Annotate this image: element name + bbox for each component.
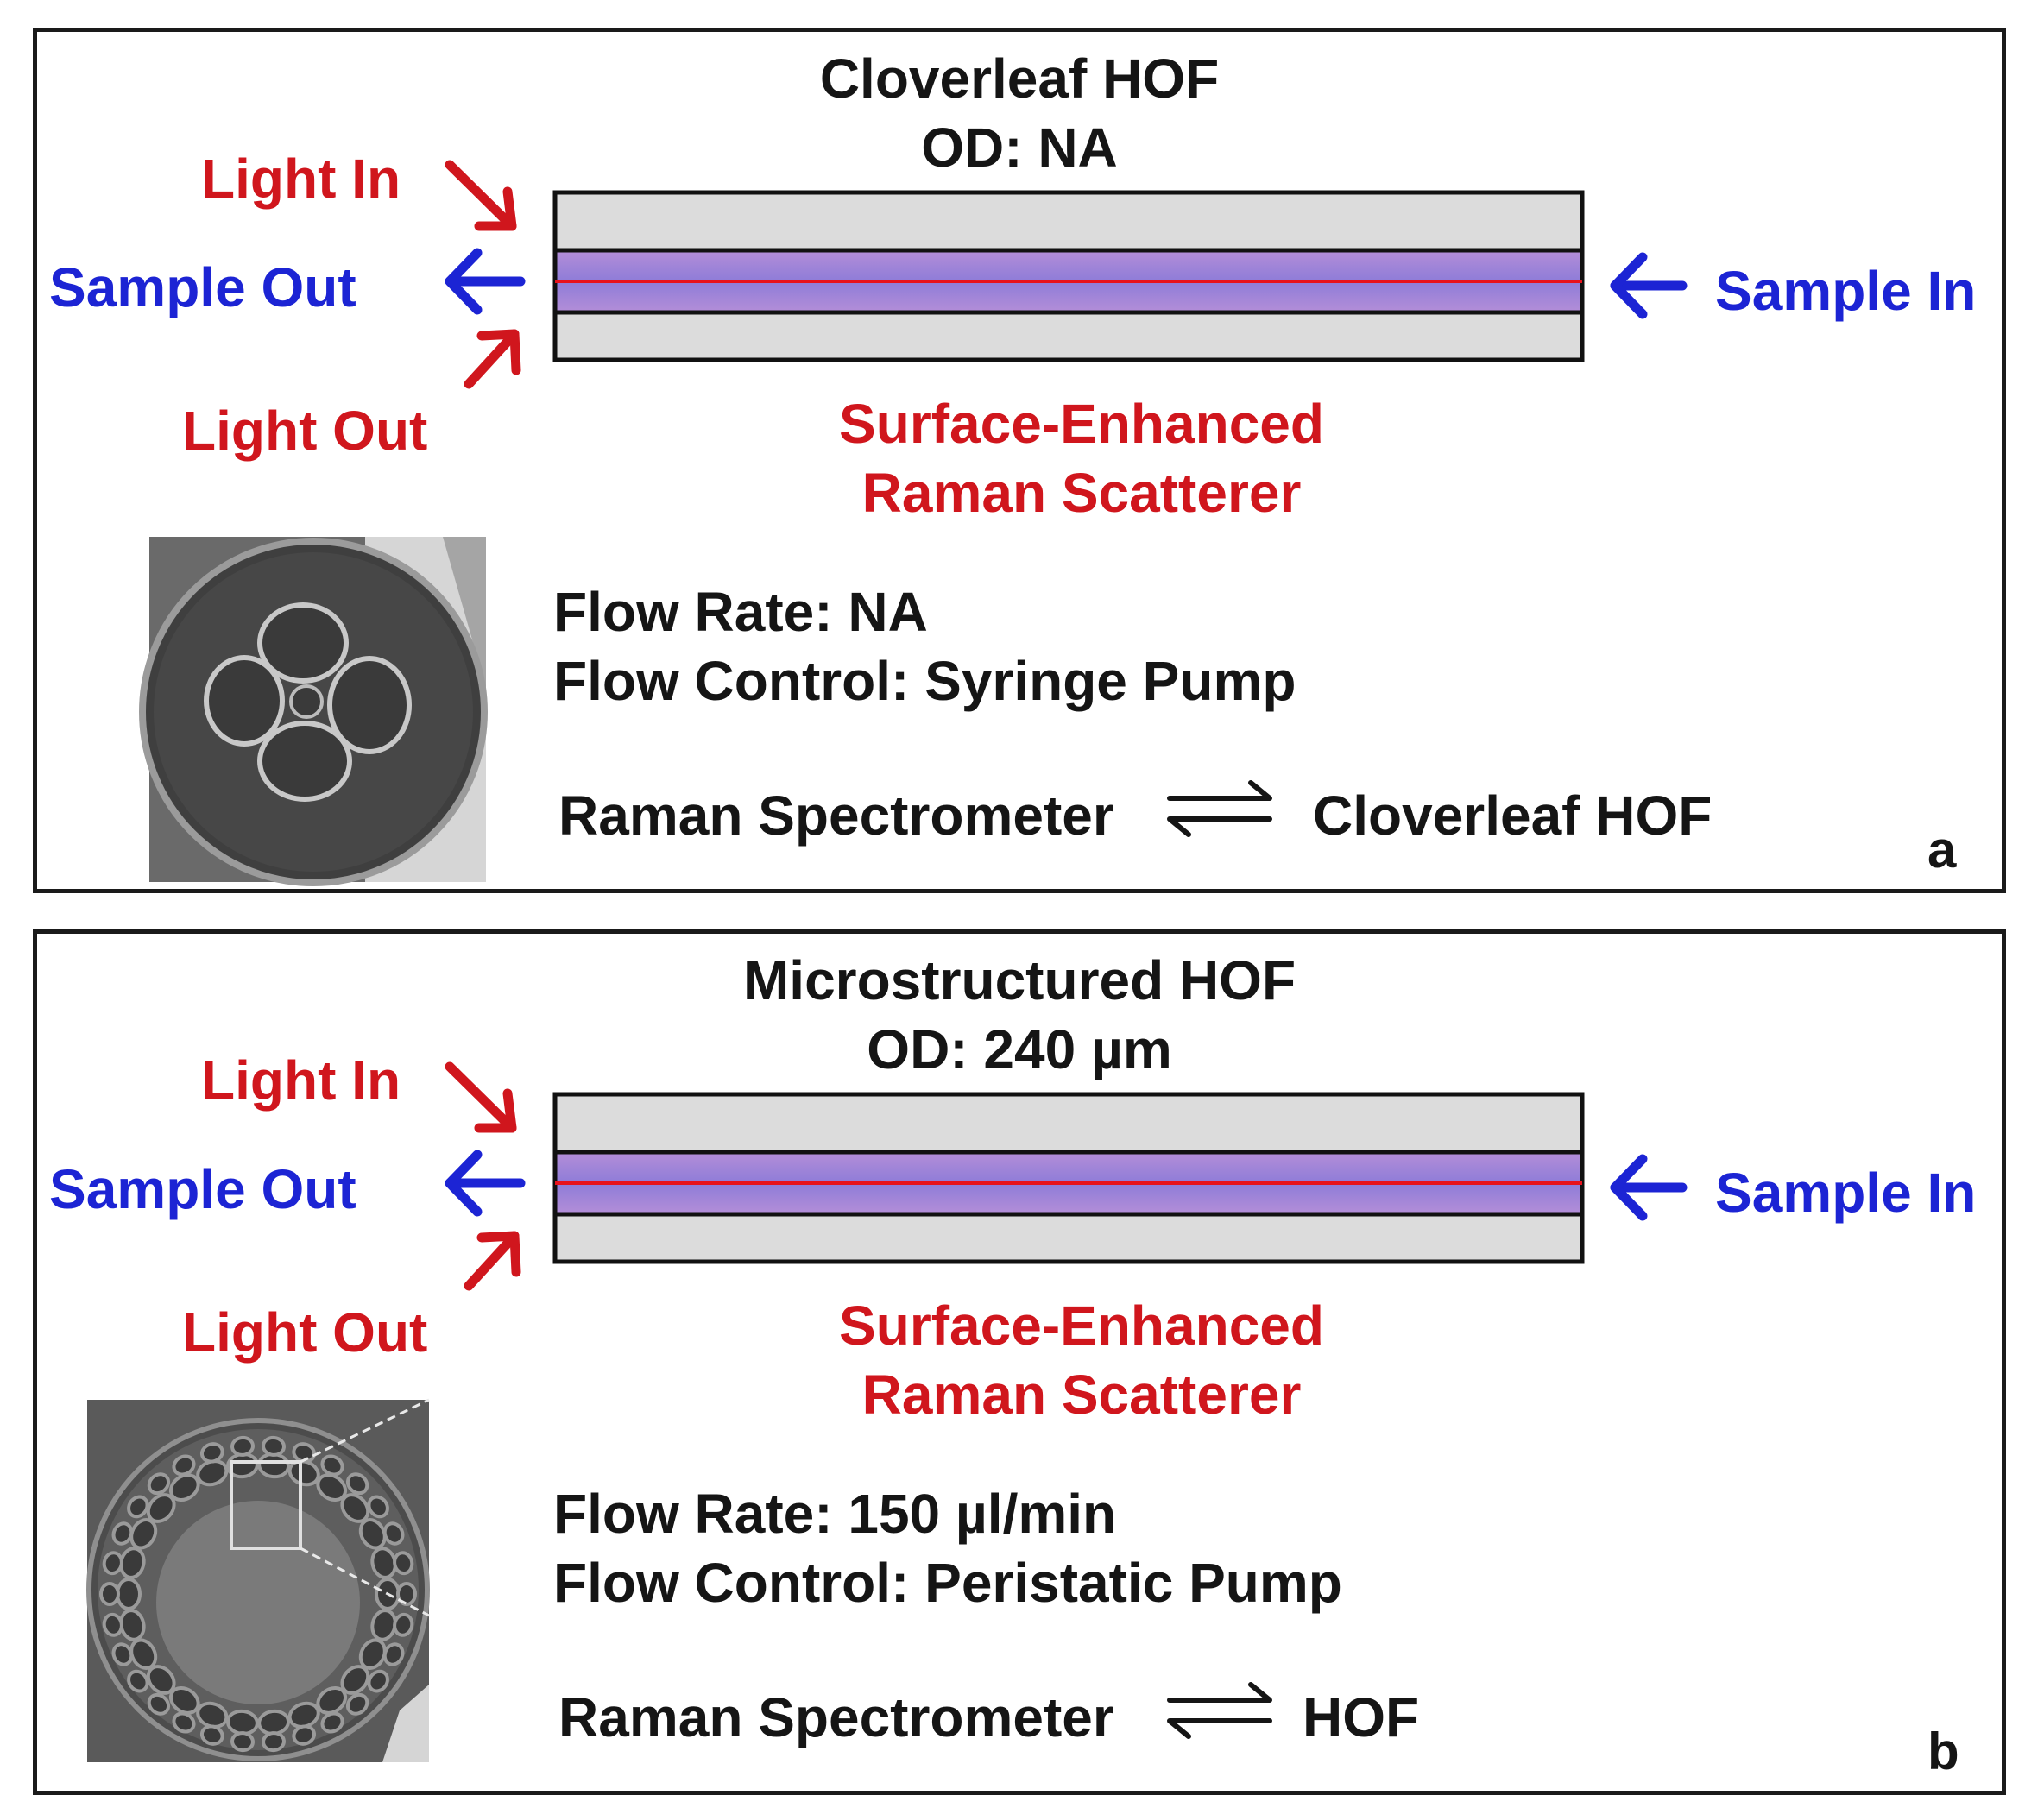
fiber-title: Cloverleaf HOF bbox=[819, 47, 1220, 110]
air-hole bbox=[116, 1578, 142, 1610]
spectrometer-label: Raman Spectrometer bbox=[558, 1686, 1114, 1748]
air-hole bbox=[129, 1518, 158, 1550]
air-hole bbox=[168, 1685, 200, 1715]
sample-out-label: Sample Out bbox=[49, 1158, 356, 1220]
light-in-label: Light In bbox=[201, 148, 401, 210]
flow-control: Flow Control: Peristatic Pump bbox=[553, 1552, 1342, 1614]
scatterer-label-line1: Surface-Enhanced bbox=[839, 393, 1324, 455]
spectrometer-label: Raman Spectrometer bbox=[558, 784, 1114, 847]
air-hole bbox=[168, 1473, 200, 1502]
panel-b-graphics bbox=[86, 1061, 1688, 1762]
scatterer-label-line1: Surface-Enhanced bbox=[839, 1295, 1324, 1357]
air-hole bbox=[127, 1669, 149, 1693]
air-hole bbox=[230, 1435, 255, 1457]
sample-in-arrow-head bbox=[1610, 1154, 1648, 1221]
air-hole bbox=[345, 1692, 369, 1716]
air-hole bbox=[127, 1495, 149, 1519]
light-out-arrow-shaft bbox=[464, 329, 520, 389]
flow-rate: Flow Rate: 150 µl/min bbox=[553, 1483, 1117, 1545]
equilibrium-arrows-icon bbox=[1167, 780, 1272, 837]
sample-in-arrow-head bbox=[1610, 252, 1648, 319]
air-hole bbox=[316, 1473, 348, 1502]
sample-in-label: Sample In bbox=[1715, 1162, 1977, 1224]
equilibrium-arrows-icon bbox=[1167, 1682, 1272, 1739]
air-hole bbox=[367, 1495, 389, 1519]
air-hole bbox=[345, 1472, 369, 1496]
air-hole bbox=[199, 1724, 224, 1746]
air-hole bbox=[172, 1454, 196, 1477]
air-hole bbox=[172, 1711, 196, 1734]
air-hole bbox=[340, 1665, 370, 1695]
air-hole bbox=[199, 1442, 224, 1464]
air-hole bbox=[111, 1521, 134, 1546]
air-hole bbox=[358, 1638, 387, 1670]
light-in-arrow-head bbox=[474, 1088, 517, 1133]
air-hole bbox=[262, 1435, 286, 1457]
air-hole bbox=[316, 1685, 348, 1715]
light-in-arrow-head bbox=[474, 186, 517, 231]
air-hole bbox=[382, 1642, 405, 1666]
light-out-label: Light Out bbox=[182, 400, 428, 462]
connected-fiber-label: Cloverleaf HOF bbox=[1313, 784, 1713, 847]
flow-rate: Flow Rate: NA bbox=[553, 581, 928, 643]
panel-a: Cloverleaf HOF OD: NA Light In Sample Ou… bbox=[33, 28, 2006, 893]
light-out-arrow-head bbox=[476, 329, 521, 375]
light-out-arrow-head bbox=[476, 1231, 521, 1277]
air-hole bbox=[99, 1582, 120, 1606]
panel-letter: b bbox=[1927, 1723, 1959, 1780]
air-hole bbox=[393, 1612, 414, 1637]
air-hole bbox=[230, 1731, 255, 1753]
air-hole bbox=[393, 1551, 414, 1576]
light-in-arrow-shaft bbox=[445, 160, 517, 231]
air-hole bbox=[358, 1518, 387, 1550]
air-hole bbox=[111, 1642, 134, 1666]
air-hole bbox=[102, 1551, 123, 1576]
light-in-arrow-shaft bbox=[445, 1061, 517, 1133]
air-hole bbox=[129, 1638, 158, 1670]
air-hole bbox=[382, 1521, 405, 1546]
air-hole bbox=[367, 1669, 389, 1693]
air-hole bbox=[320, 1711, 344, 1734]
air-hole bbox=[146, 1493, 176, 1523]
air-hole bbox=[340, 1493, 370, 1523]
air-hole bbox=[262, 1731, 286, 1753]
scatterer-label-line2: Raman Scatterer bbox=[861, 462, 1302, 524]
fiber-diagram bbox=[552, 190, 1585, 362]
air-hole bbox=[147, 1472, 171, 1496]
fiber-title: Microstructured HOF bbox=[742, 949, 1296, 1011]
cloverleaf-sem-image bbox=[139, 537, 488, 886]
fiber-diagram bbox=[552, 1092, 1585, 1264]
fiber-od: OD: 240 µm bbox=[867, 1018, 1172, 1080]
light-in-label: Light In bbox=[201, 1049, 401, 1112]
panel-letter: a bbox=[1927, 821, 1957, 879]
air-hole bbox=[102, 1612, 123, 1637]
panel-a-graphics bbox=[139, 160, 1688, 886]
microstructured-sem-image bbox=[86, 1398, 430, 1762]
sample-in-label: Sample In bbox=[1715, 260, 1977, 322]
connected-fiber-label: HOF bbox=[1303, 1686, 1420, 1748]
air-hole bbox=[396, 1582, 417, 1606]
fiber-od: OD: NA bbox=[921, 117, 1118, 179]
scatterer-label-line2: Raman Scatterer bbox=[861, 1364, 1302, 1426]
panel-b: Microstructured HOF OD: 240 µm Light In … bbox=[33, 929, 2006, 1795]
sample-out-arrow-head bbox=[445, 248, 483, 315]
sample-out-label: Sample Out bbox=[49, 256, 356, 318]
sample-out-arrow-head bbox=[445, 1150, 483, 1217]
air-hole bbox=[320, 1454, 344, 1477]
flow-control: Flow Control: Syringe Pump bbox=[553, 650, 1296, 712]
air-hole bbox=[147, 1692, 171, 1716]
light-out-label: Light Out bbox=[182, 1301, 428, 1364]
light-out-arrow-shaft bbox=[464, 1231, 520, 1291]
air-hole bbox=[146, 1665, 176, 1695]
air-hole bbox=[292, 1724, 317, 1746]
